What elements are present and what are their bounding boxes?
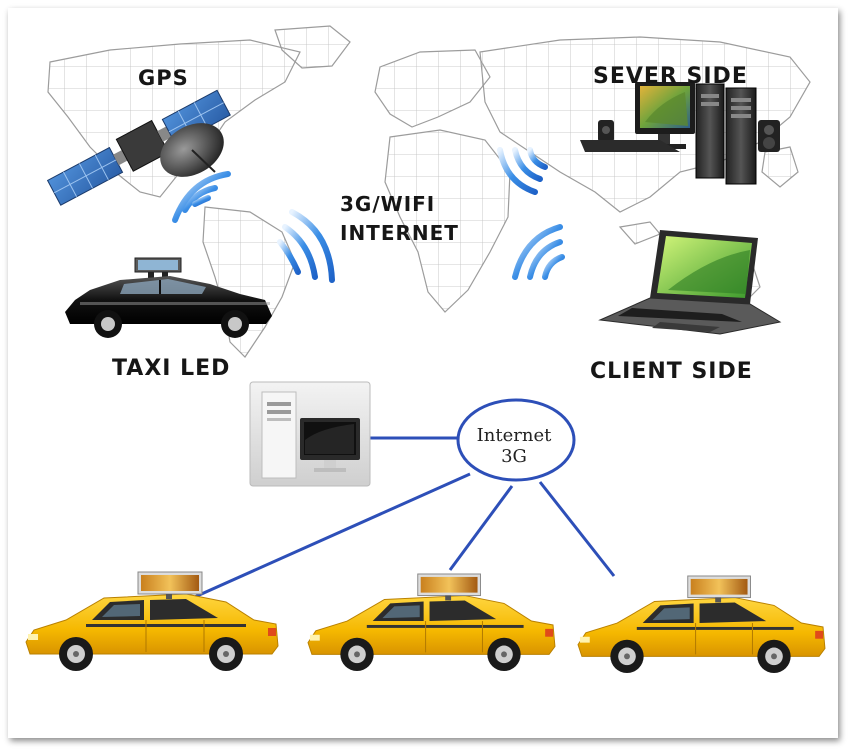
taxi-led-label: TAXI LED (112, 356, 231, 381)
client-side-label: CLIENT SIDE (590, 359, 753, 384)
yellow-taxi-icon (25, 571, 279, 672)
desktop-computer-icon (249, 381, 371, 487)
network-label-line1: 3G/WIFI (340, 192, 436, 216)
link-taxi-2 (448, 485, 514, 571)
wifi-signal-icon (172, 147, 565, 283)
3g-label: 3G (501, 446, 527, 467)
internet-label: Internet (476, 425, 552, 446)
internet-3g-node (456, 398, 576, 482)
laptop-icon (598, 230, 782, 335)
satellite-icon (46, 89, 231, 206)
link-taxi-3 (538, 481, 616, 577)
yellow-taxi-icon (307, 573, 556, 672)
internet-3g-node-label: Internet 3G (460, 425, 568, 467)
taxi-led-car-icon (65, 257, 272, 338)
link-taxi-1 (187, 472, 471, 602)
world-map (46, 25, 811, 358)
network-label-line2: INTERNET (340, 221, 459, 245)
network-label: 3G/WIFI INTERNET (340, 190, 459, 248)
server-computer-icon (580, 82, 780, 185)
gps-label: GPS (138, 66, 189, 90)
yellow-taxi-icon (577, 575, 826, 674)
server-side-label: SEVER SIDE (593, 64, 748, 89)
network-map-panel: GPS SEVER SIDE 3G/WIFI INTERNET TAXI LED… (20, 22, 820, 384)
